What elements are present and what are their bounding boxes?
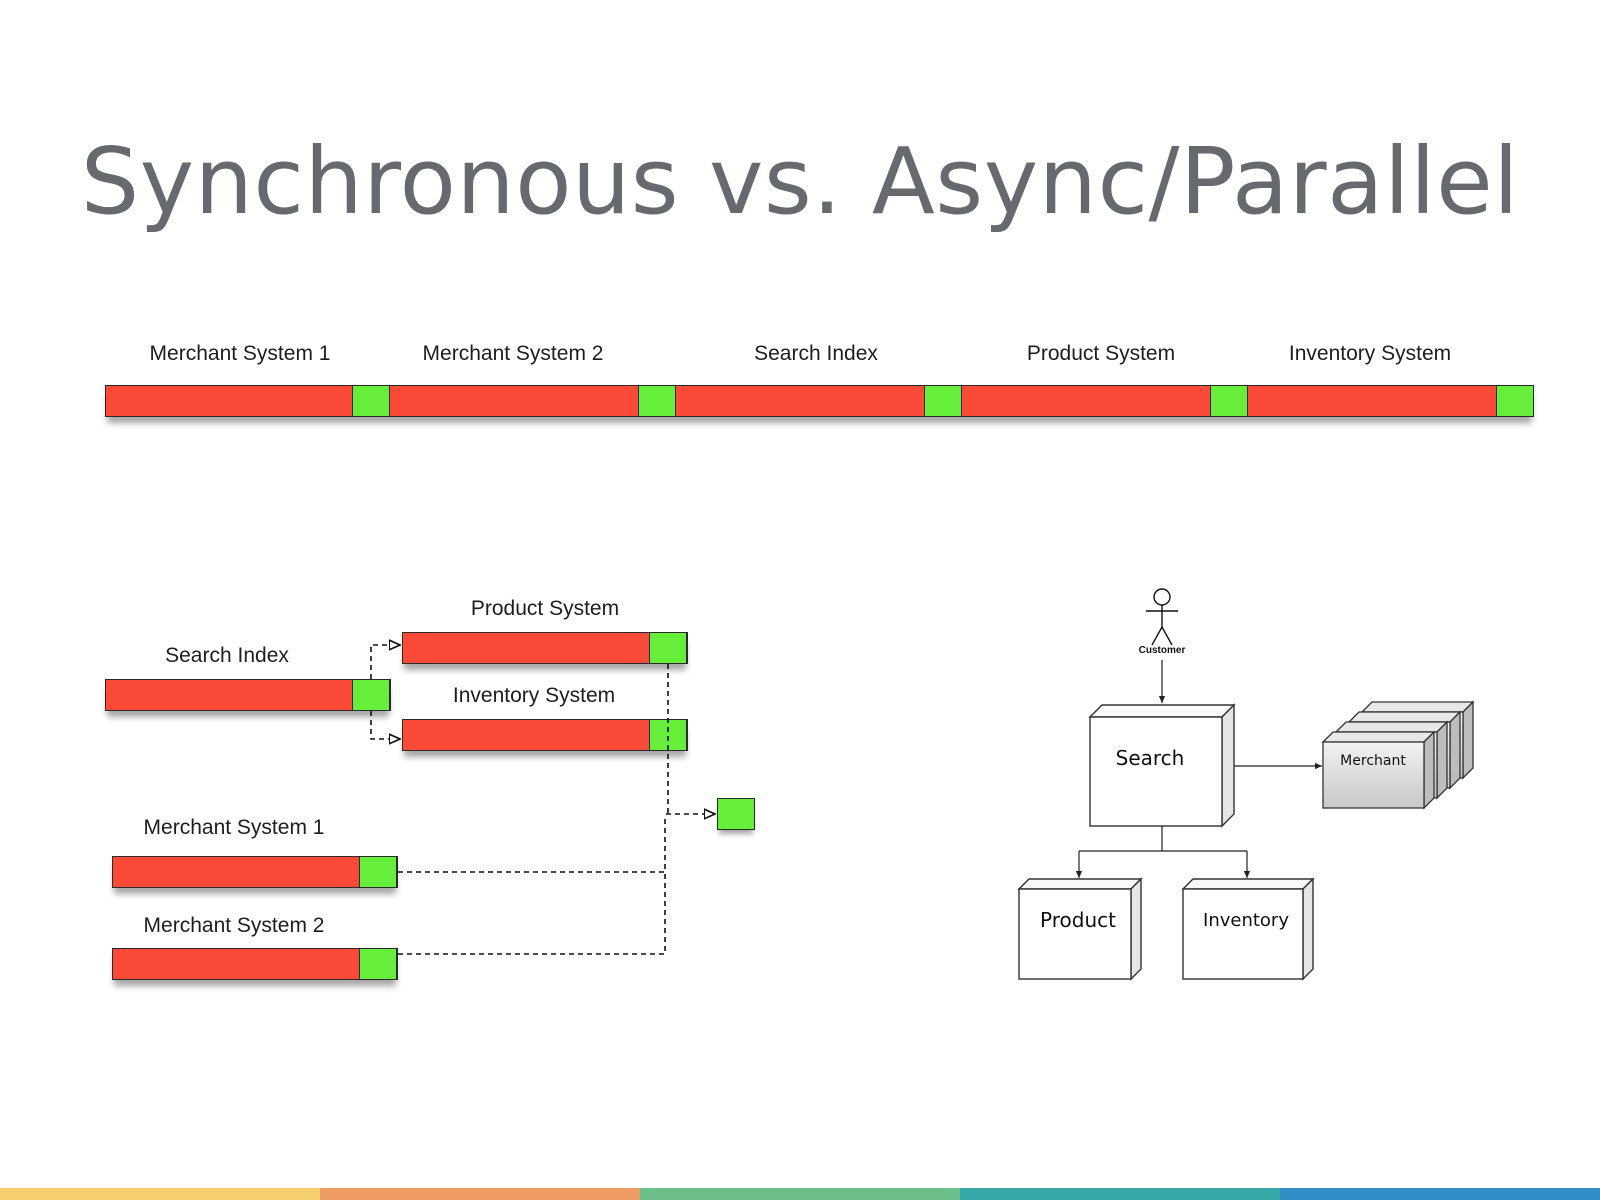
sync-segment-complete-2 xyxy=(638,384,676,417)
sync-segment-complete-5 xyxy=(1496,384,1534,417)
fanout-connectors xyxy=(370,645,400,739)
footer-stripe-4 xyxy=(960,1188,1280,1200)
parallel-seg-search-index xyxy=(352,678,390,711)
parallel-seg-merchant-system-2 xyxy=(359,947,397,980)
merchant-node-label: Merchant xyxy=(1340,753,1406,769)
parallel-label-merchant-system-1: Merchant System 1 xyxy=(143,816,325,839)
slide-title: Synchronous vs. Async/Parallel xyxy=(80,128,1520,235)
search-node xyxy=(1088,703,1236,828)
customer-label: Customer xyxy=(1138,645,1186,656)
product-node xyxy=(1017,877,1143,981)
parallel-seg-inventory-system xyxy=(649,718,687,751)
sync-timeline-bar xyxy=(105,384,1534,417)
footer-stripe-2 xyxy=(320,1188,640,1200)
sync-segment-complete-1 xyxy=(352,384,390,417)
search-to-children-connectors xyxy=(1075,826,1251,878)
fanout-to-inventory-arrow xyxy=(370,711,400,739)
footer-color-stripe xyxy=(0,1188,1600,1200)
sync-label-search-index: Search Index xyxy=(754,342,878,365)
parallel-seg-product-system xyxy=(649,631,687,664)
sync-segment-complete-3 xyxy=(924,384,962,417)
merchant-node-stack xyxy=(1321,700,1475,810)
inventory-node xyxy=(1181,877,1315,981)
product-node-label: Product xyxy=(1040,908,1116,932)
parallel-label-product-system: Product System xyxy=(470,597,620,620)
join-connectors xyxy=(398,664,715,955)
search-node-label: Search xyxy=(1115,746,1185,770)
parallel-bar-search-index xyxy=(105,678,391,711)
join-line-merchant-2 xyxy=(398,872,666,955)
footer-stripe-5 xyxy=(1280,1188,1600,1200)
parallel-bar-merchant-system-1 xyxy=(112,855,398,888)
join-line-merchant-1 xyxy=(398,815,666,873)
sync-label-merchant-system-2: Merchant System 2 xyxy=(422,342,604,365)
footer-stripe-1 xyxy=(0,1188,320,1200)
parallel-seg-merchant-system-1 xyxy=(359,855,397,888)
sync-segment-complete-4 xyxy=(1210,384,1248,417)
inventory-node-label: Inventory xyxy=(1203,910,1289,931)
parallel-label-merchant-system-2: Merchant System 2 xyxy=(143,914,325,937)
sync-label-merchant-system-1: Merchant System 1 xyxy=(149,342,331,365)
customer-actor-icon xyxy=(1146,588,1178,646)
parallel-label-search-index: Search Index xyxy=(165,644,289,667)
parallel-result-box xyxy=(717,798,755,830)
sync-label-product-system: Product System xyxy=(1026,342,1176,365)
parallel-bar-product-system xyxy=(402,631,688,664)
fanout-to-product-arrow xyxy=(370,645,400,679)
footer-stripe-3 xyxy=(640,1188,960,1200)
parallel-label-inventory-system: Inventory System xyxy=(452,684,616,707)
parallel-bar-merchant-system-2 xyxy=(112,947,398,980)
sync-label-inventory-system: Inventory System xyxy=(1288,342,1452,365)
parallel-bar-inventory-system xyxy=(402,718,688,751)
